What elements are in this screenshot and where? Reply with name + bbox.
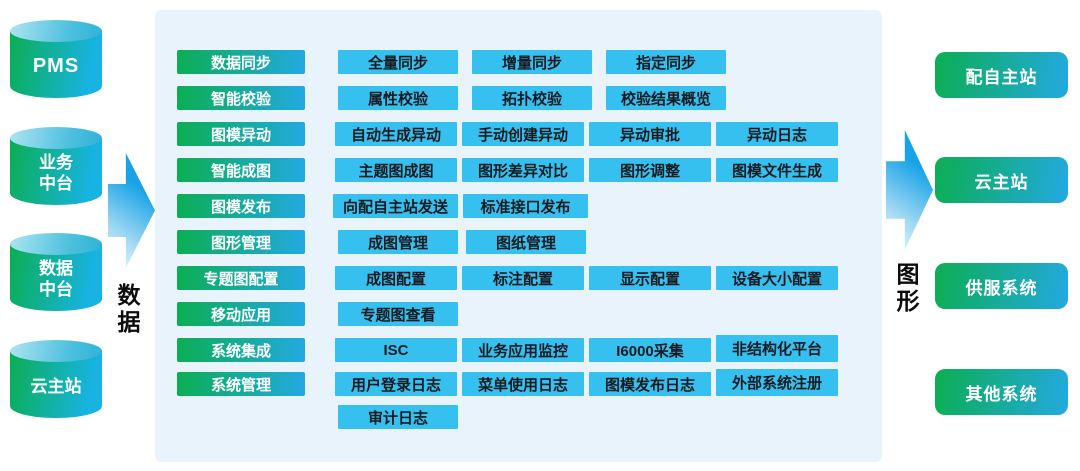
- feature-button: 外部系统注册: [716, 369, 838, 396]
- target-cloud-master-station: 云主站: [935, 157, 1068, 203]
- feature-row-graphic-management: 成图管理 图纸管理: [338, 230, 586, 254]
- category-mobile-app: 移动应用: [177, 302, 305, 326]
- cylinder-body: [10, 351, 102, 418]
- cylinder-body: [10, 31, 102, 98]
- cylinder-top: [10, 20, 102, 42]
- feature-button: 拓扑校验: [472, 86, 592, 110]
- feature-button: 校验结果概览: [606, 86, 726, 110]
- cylinder-label-line2: 中台: [39, 174, 73, 193]
- feature-button: ISC: [335, 338, 457, 362]
- feature-button: 标注配置: [462, 266, 584, 290]
- cylinder-top: [10, 233, 102, 255]
- category-model-publish: 图模发布: [177, 194, 305, 218]
- category-system-management: 系统管理: [177, 372, 305, 396]
- target-supply-service-system: 供服系统: [935, 263, 1068, 309]
- data-flow-arrow-icon: [108, 153, 155, 268]
- feature-button: 属性校验: [338, 86, 458, 110]
- feature-row-smart-mapping: 主题图成图 图形差异对比 图形调整 图模文件生成: [335, 158, 838, 182]
- cylinder-label: 云主站: [30, 376, 82, 396]
- feature-button: 图模文件生成: [716, 158, 838, 182]
- feature-row-model-publish: 向配自主站发送 标准接口发布: [333, 194, 588, 218]
- feature-button: 专题图查看: [338, 302, 458, 326]
- data-flow-label: 数据: [114, 283, 140, 337]
- feature-button: 图形差异对比: [462, 158, 584, 182]
- feature-button: 指定同步: [606, 50, 726, 74]
- graphics-flow-label: 图形: [893, 262, 919, 316]
- feature-row-mobile-app: 专题图查看: [338, 302, 458, 326]
- category-thematic-map-config: 专题图配置: [177, 266, 305, 290]
- feature-button: 图模发布日志: [589, 372, 711, 396]
- feature-button: 设备大小配置: [716, 266, 838, 290]
- feature-button: I6000采集: [589, 338, 711, 362]
- feature-row-model-change: 自动生成异动 手动创建异动 异动审批 异动日志: [335, 122, 838, 146]
- cylinder-cloud-master-station: 云主站: [10, 340, 102, 418]
- category-graphic-management: 图形管理: [177, 230, 305, 254]
- feature-button: 异动日志: [716, 122, 838, 146]
- feature-row-system-integration: ISC 业务应用监控 I6000采集 非结构化平台: [335, 335, 838, 365]
- feature-button: 业务应用监控: [462, 338, 584, 362]
- cylinder-pms: PMS: [10, 20, 102, 98]
- cylinder-label: PMS: [32, 54, 80, 77]
- feature-button: 增量同步: [472, 50, 592, 74]
- target-other-system: 其他系统: [935, 369, 1068, 415]
- feature-button: 标准接口发布: [463, 194, 588, 218]
- feature-button: 审计日志: [338, 405, 458, 429]
- category-smart-mapping: 智能成图: [177, 158, 305, 182]
- category-model-change: 图模异动: [177, 122, 305, 146]
- feature-row-data-sync: 全量同步 增量同步 指定同步: [338, 50, 726, 74]
- target-distribution-master-station: 配自主站: [935, 52, 1068, 98]
- category-system-integration: 系统集成: [177, 338, 305, 362]
- feature-button: 成图管理: [338, 230, 458, 254]
- feature-button: 图纸管理: [466, 230, 586, 254]
- cylinder-top: [10, 340, 102, 362]
- feature-button: 向配自主站发送: [333, 194, 458, 218]
- feature-button: 异动审批: [589, 122, 711, 146]
- category-smart-verification: 智能校验: [177, 86, 305, 110]
- feature-button: 自动生成异动: [335, 122, 457, 146]
- cylinder-body: [10, 244, 102, 311]
- feature-button: 用户登录日志: [335, 372, 457, 396]
- feature-button: 菜单使用日志: [462, 372, 584, 396]
- feature-button: 主题图成图: [335, 158, 457, 182]
- category-data-sync: 数据同步: [177, 50, 305, 74]
- cylinder-label-line1: 业务: [39, 153, 73, 172]
- cylinder-body: [10, 138, 102, 205]
- cylinder-data-middle-platform: 数据 中台: [10, 233, 102, 311]
- function-panel: 数据同步 智能校验 图模异动 智能成图 图模发布 图形管理 专题图配置 移动应用…: [155, 10, 882, 462]
- cylinder-label-line1: 数据: [39, 259, 73, 278]
- feature-button: 图形调整: [589, 158, 711, 182]
- feature-row-system-management: 用户登录日志 菜单使用日志 图模发布日志 外部系统注册: [335, 369, 838, 399]
- feature-button: 非结构化平台: [716, 335, 838, 362]
- feature-button: 显示配置: [589, 266, 711, 290]
- feature-row-thematic-config: 成图配置 标注配置 显示配置 设备大小配置: [335, 266, 838, 290]
- cylinder-label-line2: 中台: [39, 280, 73, 299]
- feature-button: 成图配置: [335, 266, 457, 290]
- graphics-flow-arrow-icon: [886, 130, 933, 250]
- cylinder-top: [10, 127, 102, 149]
- cylinder-business-middle-platform: 业务 中台: [10, 127, 102, 205]
- feature-button: 全量同步: [338, 50, 458, 74]
- feature-row-audit-log: 审计日志: [338, 405, 458, 429]
- feature-button: 手动创建异动: [462, 122, 584, 146]
- feature-row-verification: 属性校验 拓扑校验 校验结果概览: [338, 86, 726, 110]
